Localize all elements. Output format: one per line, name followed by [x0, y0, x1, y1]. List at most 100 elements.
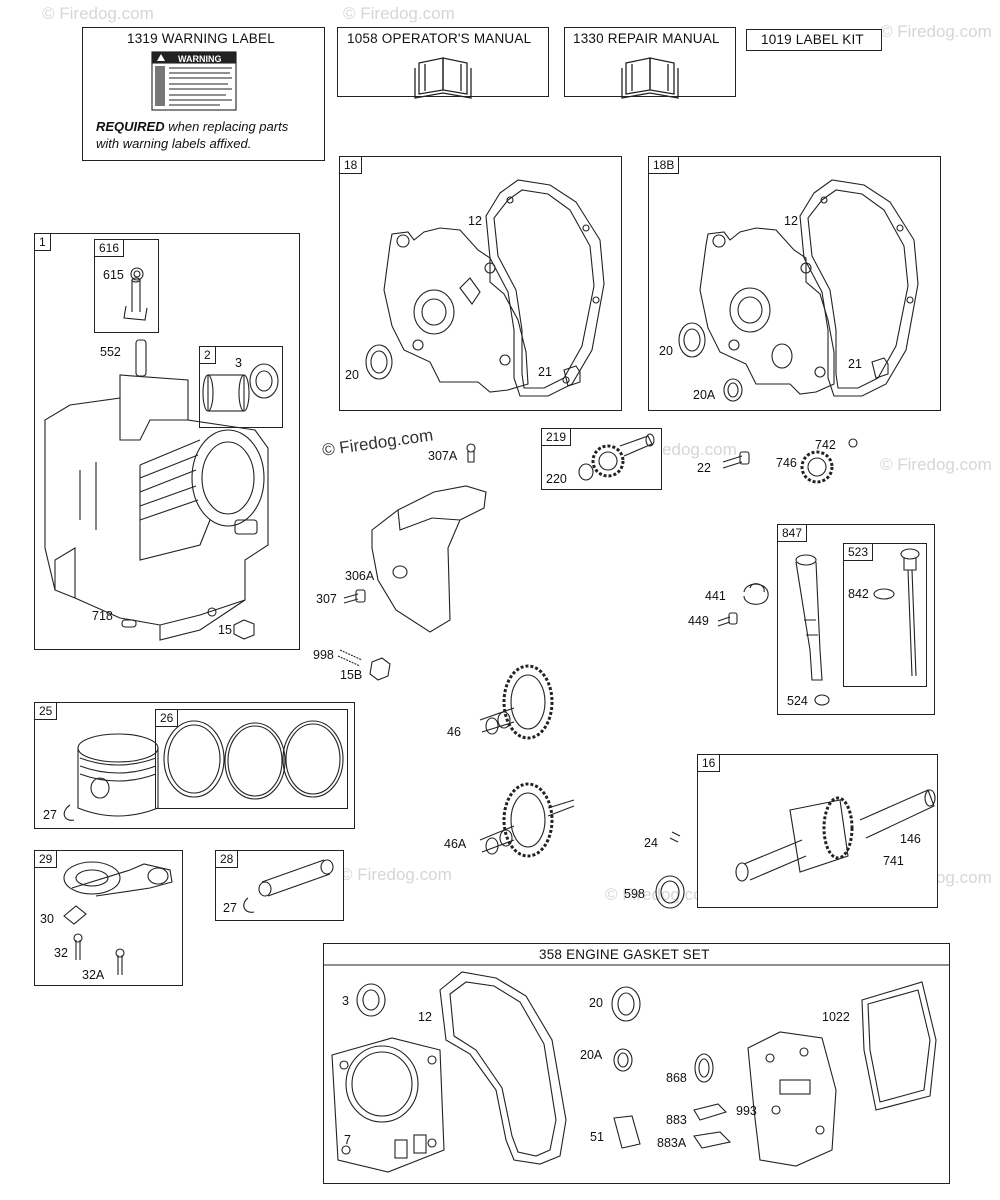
tag-18: 18	[339, 156, 363, 174]
cylinder-block-part	[44, 374, 269, 641]
piston-part	[77, 733, 159, 817]
breather-tube-part	[123, 267, 148, 321]
gasket-part	[799, 179, 919, 397]
part-label: 46A	[444, 837, 467, 851]
part-label: 12	[418, 1010, 432, 1024]
part-label: 441	[705, 589, 726, 603]
tag-219: 219	[541, 428, 572, 446]
part-label: 22	[697, 461, 711, 475]
tag-29: 29	[34, 850, 58, 868]
connecting-rod-part	[63, 861, 173, 925]
part-label: 883	[666, 1113, 687, 1127]
crankcase-cover-part	[383, 227, 529, 393]
book-icon	[414, 57, 472, 99]
part-label: 21	[848, 357, 862, 371]
panel-18-crankcase-cover	[339, 156, 622, 411]
label-kit-box: 1019 LABEL KIT	[746, 29, 882, 51]
required-note: REQUIRED when replacing parts with warni…	[96, 118, 288, 152]
part-label: 883A	[657, 1136, 687, 1150]
part-label: 868	[666, 1071, 687, 1085]
panel-523	[843, 543, 927, 687]
part-label: 12	[784, 214, 798, 228]
part-label: 742	[815, 438, 836, 452]
gear-part	[578, 433, 655, 481]
panel-358-gasket-set: 358 ENGINE GASKET SET	[323, 943, 950, 1184]
part-label: 746	[776, 456, 797, 470]
crankcase-cover-part	[699, 227, 835, 395]
tag-26: 26	[155, 709, 179, 727]
part-label: 3	[342, 994, 349, 1008]
part-label: 741	[883, 854, 904, 868]
tag-16: 16	[697, 754, 721, 772]
part-label: 51	[590, 1130, 604, 1144]
required-text-2: with warning labels affixed.	[96, 136, 252, 151]
tag-523: 523	[843, 543, 874, 561]
part-label: 20	[659, 344, 673, 358]
crankshaft-part	[735, 789, 936, 882]
watermark: © Firedog.com	[880, 22, 992, 41]
part-label: 27	[223, 901, 237, 915]
camshaft-part	[479, 664, 554, 740]
part-label: 15B	[340, 668, 363, 682]
panel-29-connecting-rod	[34, 850, 183, 986]
part-label: 307	[316, 592, 337, 606]
camshaft-part	[479, 782, 575, 858]
part-label: 20	[345, 368, 359, 382]
watermark: © Firedog.com	[340, 865, 452, 884]
panel-1-cylinder	[34, 233, 300, 650]
gasket-part	[861, 981, 937, 1111]
breather-cover-part	[371, 443, 487, 633]
dipstick-part	[873, 548, 920, 677]
gasket-set-title: 358 ENGINE GASKET SET	[539, 947, 710, 962]
warning-sticker-icon	[151, 51, 237, 111]
warning-label-title: 1319 WARNING LABEL	[127, 31, 275, 46]
watermark: © Firedog.com	[343, 4, 455, 23]
tag-18b: 18B	[648, 156, 680, 174]
operators-manual-title: 1058 OPERATOR'S MANUAL	[347, 31, 532, 46]
part-label: 3	[235, 356, 242, 370]
panel-18b-crankcase-cover	[648, 156, 941, 411]
part-label: 15	[218, 623, 232, 637]
part-label: 220	[546, 472, 567, 486]
part-label: 552	[100, 345, 121, 359]
warning-sticker-title: WARNING	[178, 54, 222, 64]
gasket-part	[439, 971, 567, 1165]
part-label: 449	[688, 614, 709, 628]
part-label: 524	[787, 694, 808, 708]
part-label: 30	[40, 912, 54, 926]
valve-cover-gasket-part	[747, 1031, 837, 1167]
part-label: 993	[736, 1104, 757, 1118]
part-label: 24	[644, 836, 658, 850]
part-label: 842	[848, 587, 869, 601]
head-gasket-part	[331, 1037, 445, 1173]
watermark: © Firedog.com	[42, 4, 154, 23]
part-label: 615	[103, 268, 124, 282]
part-label: 718	[92, 609, 113, 623]
part-label: 27	[43, 808, 57, 822]
gasket-part	[485, 179, 605, 397]
tag-847: 847	[777, 524, 808, 542]
dipstick-tube-part	[795, 554, 830, 706]
part-label: 146	[900, 832, 921, 846]
tag-28: 28	[215, 850, 239, 868]
part-label: 20	[589, 996, 603, 1010]
repair-manual-title: 1330 REPAIR MANUAL	[573, 31, 720, 46]
part-label: 20A	[693, 388, 716, 402]
panel-616	[94, 239, 159, 333]
part-label: 1022	[822, 1010, 850, 1024]
part-label: 20A	[580, 1048, 603, 1062]
part-label: 598	[624, 887, 645, 901]
part-label: 46	[447, 725, 461, 739]
required-text-1: when replacing parts	[164, 119, 289, 134]
part-label: 7	[344, 1133, 351, 1147]
tag-25: 25	[34, 702, 58, 720]
tag-616: 616	[94, 239, 125, 257]
part-label: 998	[313, 648, 334, 662]
part-label: 12	[468, 214, 482, 228]
book-icon	[621, 57, 679, 99]
label-kit-title: 1019 LABEL KIT	[761, 32, 864, 47]
tag-2: 2	[199, 346, 216, 364]
required-bold: REQUIRED	[96, 119, 165, 134]
panel-16-crankshaft	[697, 754, 938, 908]
